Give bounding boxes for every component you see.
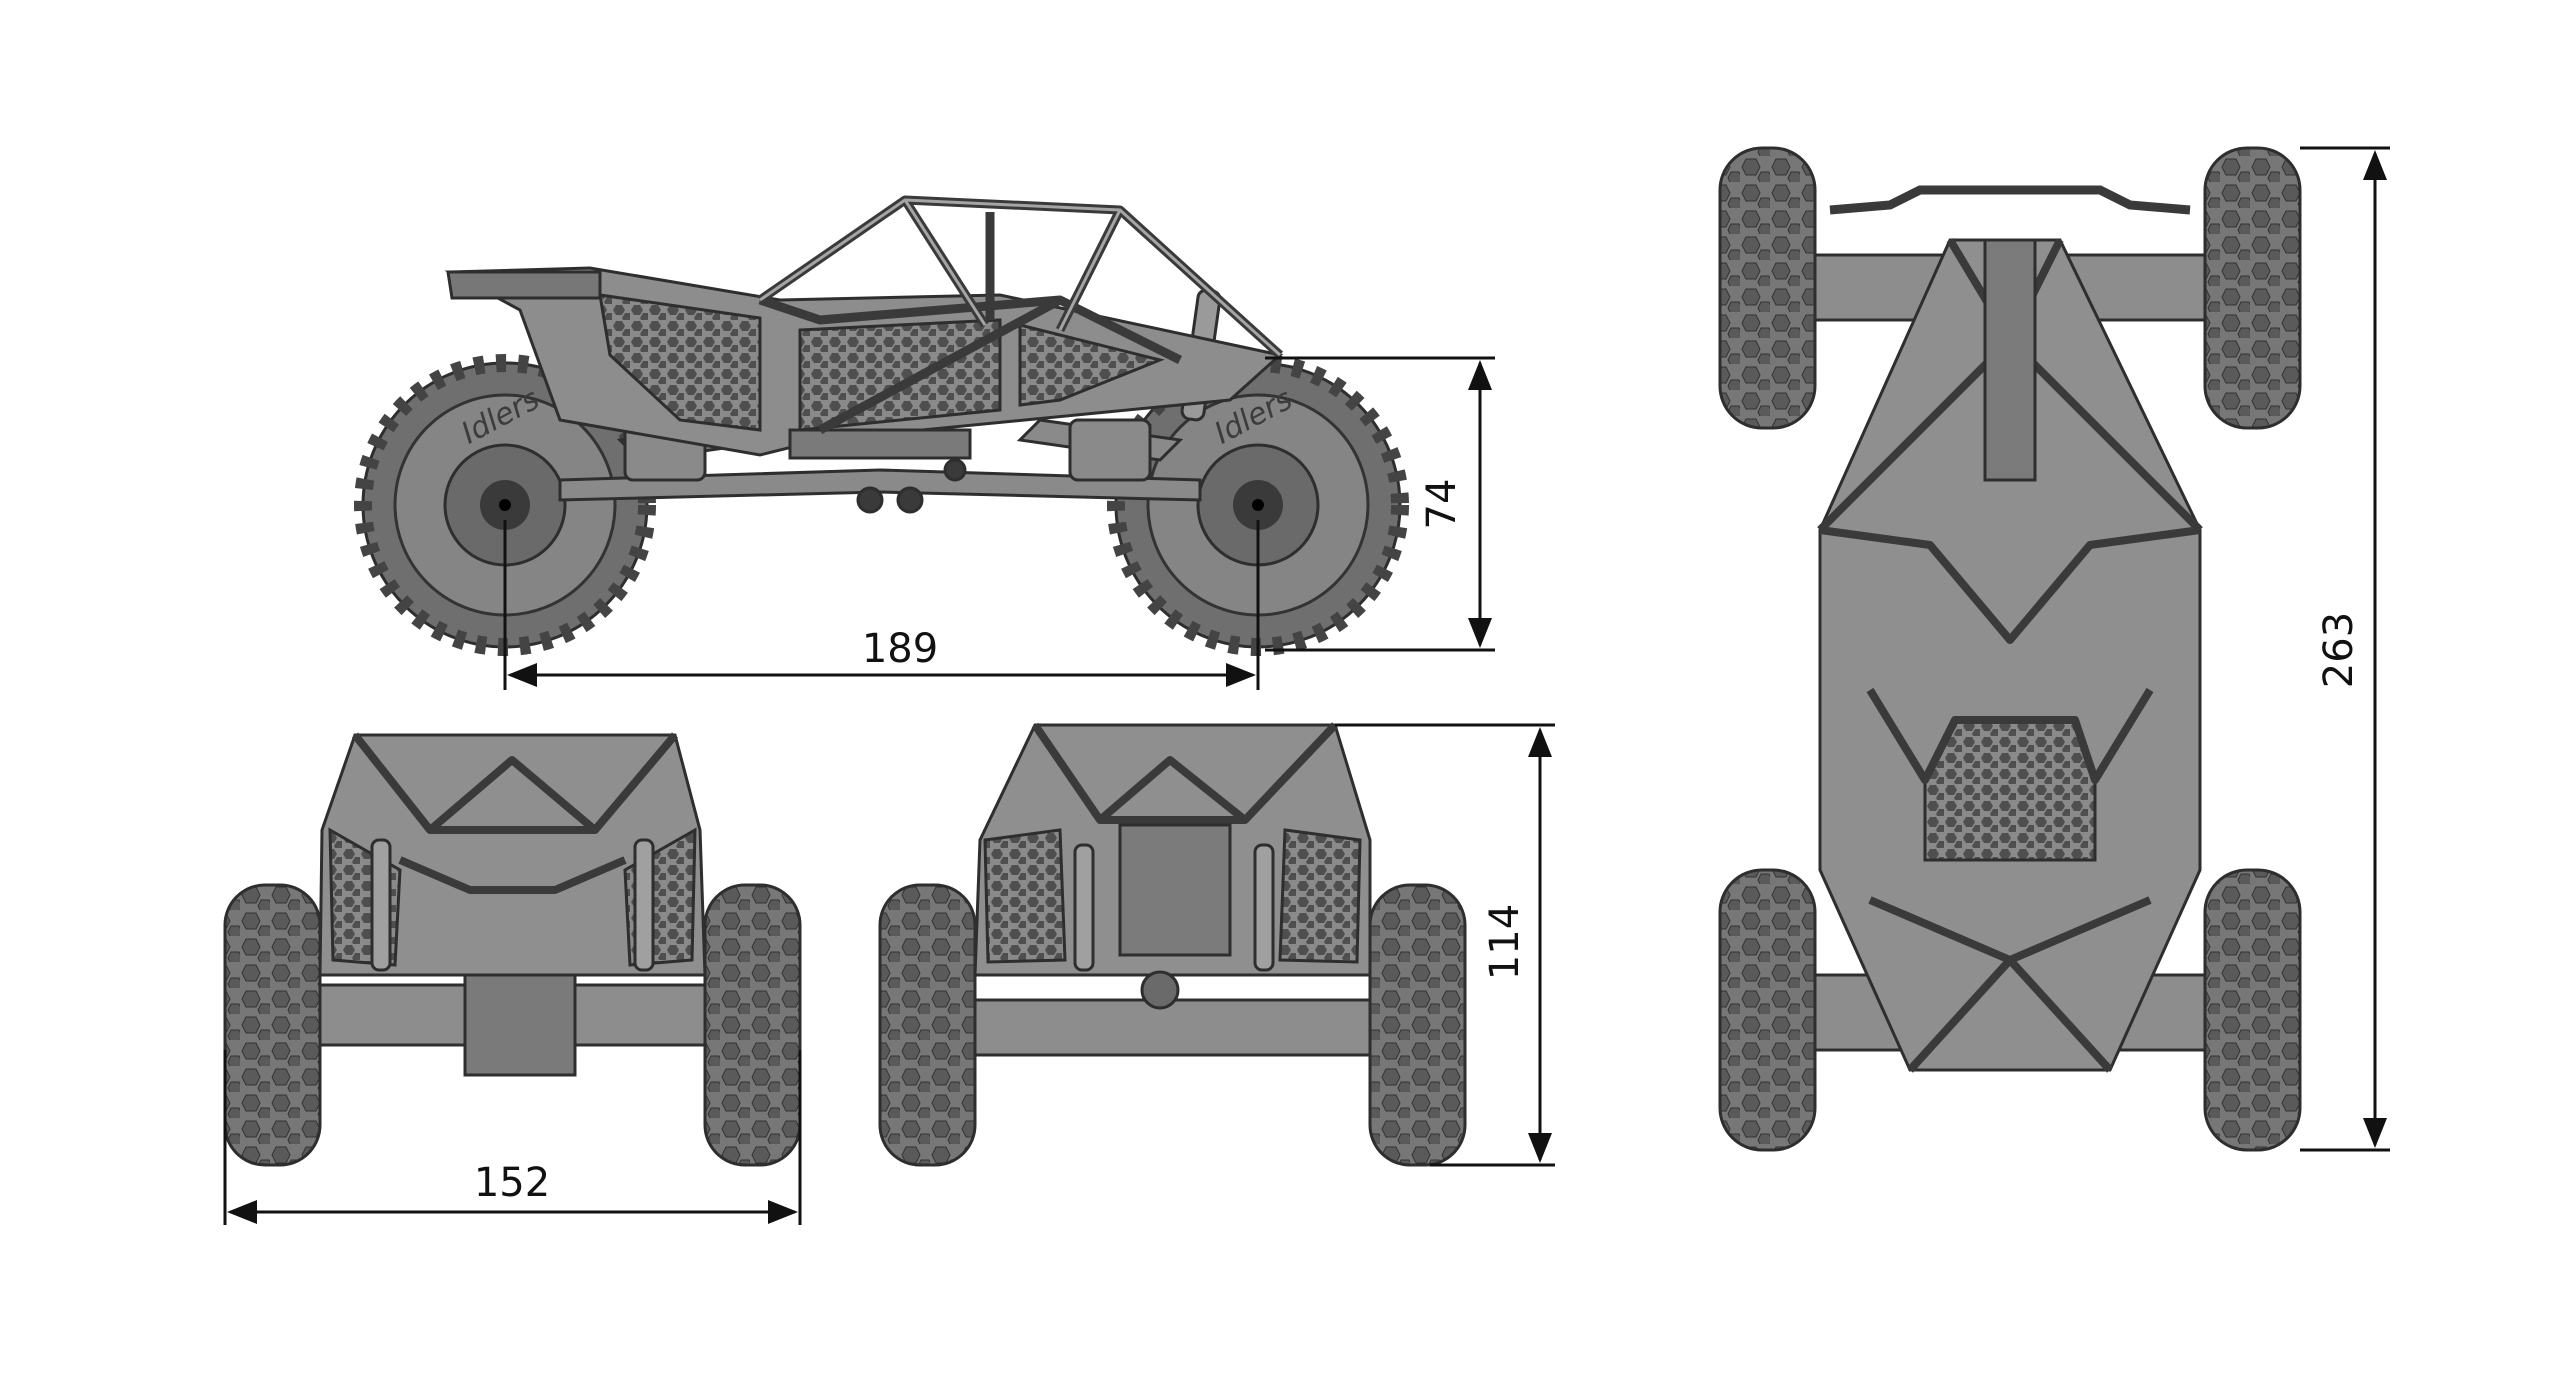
- side-roll-cage-highlight: [759, 198, 1282, 357]
- top-length-label: 263: [2316, 612, 2362, 688]
- top-length-dimension: 263: [2300, 146, 2390, 1152]
- top-rear-left-wheel: [1718, 868, 1817, 1152]
- front-width-label: 152: [474, 1160, 550, 1206]
- top-rear-right-wheel: [2203, 868, 2302, 1152]
- rear-view: [878, 722, 1467, 1167]
- rear-height-label: 114: [1482, 904, 1528, 980]
- side-view: Idlers Idlers: [354, 195, 1409, 656]
- rear-right-wheel: [1368, 883, 1467, 1167]
- rear-left-wheel: [878, 883, 977, 1167]
- rear-height-dimension: 114: [1335, 723, 1555, 1167]
- side-wheelbase-dimension: 189: [503, 520, 1260, 690]
- top-view: [1718, 146, 2302, 1152]
- side-rear-wheel: Idlers: [354, 354, 656, 656]
- front-right-wheel: [703, 883, 802, 1167]
- front-left-wheel: [223, 883, 322, 1167]
- front-width-dimension: 152: [223, 1050, 802, 1225]
- front-view: [223, 732, 802, 1167]
- side-height-dimension: 74: [1265, 356, 1495, 652]
- top-front-left-wheel: [1718, 146, 1817, 430]
- side-wheelbase-label: 189: [862, 626, 938, 672]
- side-front-wheel: Idlers: [1107, 354, 1409, 656]
- top-front-right-wheel: [2203, 146, 2302, 430]
- side-height-label: 74: [1419, 479, 1465, 530]
